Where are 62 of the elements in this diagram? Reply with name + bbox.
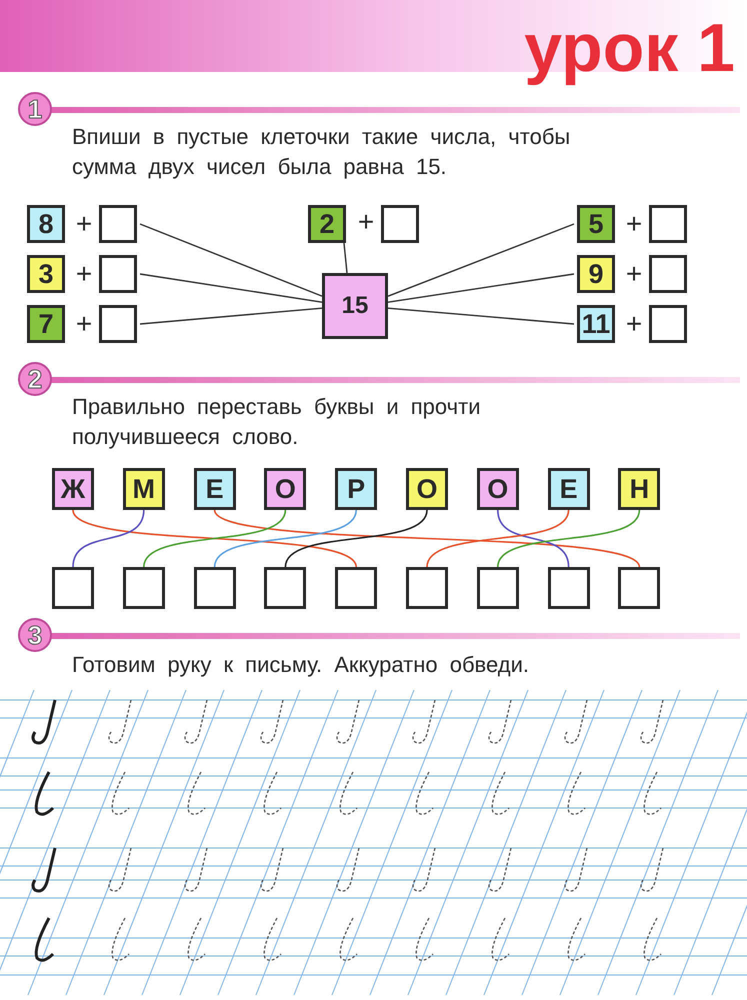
answer-box xyxy=(99,255,137,293)
plus-sign: + xyxy=(74,307,94,341)
connector-line xyxy=(143,510,286,568)
answer-box xyxy=(381,205,419,243)
plus-sign: + xyxy=(624,307,644,341)
step-number: 1 xyxy=(18,92,52,126)
answer-box xyxy=(99,305,137,343)
number-box: 9 xyxy=(577,255,615,293)
connector-line xyxy=(388,273,574,303)
answer-box xyxy=(548,567,590,609)
instruction-text: Впиши в пустые клеточки такие числа, чтобы сумма двух чисел была равна 15. xyxy=(72,123,572,181)
instruction-text: Правильно переставь буквы и прочти получившееся слово. xyxy=(72,393,482,451)
connector-line xyxy=(497,510,570,568)
connector-line xyxy=(140,273,322,303)
plus-sign: + xyxy=(624,257,644,291)
answer-box xyxy=(649,205,687,243)
letter-tile: М xyxy=(122,468,165,510)
connector-line xyxy=(284,510,428,568)
number-box: 2 xyxy=(308,205,346,243)
sum-box: 15 xyxy=(322,273,388,339)
letter-tile: Ж xyxy=(52,468,94,510)
letter-tile: Е xyxy=(194,468,236,510)
step-number: 2 xyxy=(18,362,52,396)
answer-box xyxy=(194,567,236,609)
number-box: 11 xyxy=(577,305,615,343)
answer-box xyxy=(99,205,137,243)
number-box: 3 xyxy=(27,255,65,293)
connector-line xyxy=(388,307,574,325)
step-number: 3 xyxy=(18,618,52,652)
answer-box xyxy=(649,305,687,343)
answer-box xyxy=(618,567,660,609)
answer-box xyxy=(649,255,687,293)
connector-line xyxy=(140,307,322,325)
answer-box xyxy=(264,567,306,609)
letter-tile: Е xyxy=(548,468,590,510)
connector-line xyxy=(72,510,357,568)
connector-line xyxy=(388,223,574,297)
connector-line xyxy=(140,223,322,297)
answer-box xyxy=(122,567,165,609)
answer-box xyxy=(335,567,378,609)
connector-line xyxy=(214,509,640,568)
letter-tile: Н xyxy=(618,468,660,510)
number-box: 8 xyxy=(27,205,65,243)
answer-box xyxy=(52,567,94,609)
letter-tile: О xyxy=(264,468,306,510)
instruction-text: Готовим руку к письму. Аккуратно обведи. xyxy=(72,651,530,679)
number-box: 5 xyxy=(577,205,615,243)
plus-sign: + xyxy=(74,207,94,241)
number-box: 7 xyxy=(27,305,65,343)
answer-box xyxy=(406,567,448,609)
letter-tile: Р xyxy=(335,468,378,510)
plus-sign: + xyxy=(356,205,376,239)
plus-sign: + xyxy=(74,257,94,291)
connector-line xyxy=(343,242,348,274)
letter-tile: О xyxy=(476,468,519,510)
letter-tile: О xyxy=(406,468,448,510)
connector-line xyxy=(497,510,640,568)
plus-sign: + xyxy=(624,207,644,241)
connector-line xyxy=(72,510,145,568)
connector-line xyxy=(214,510,357,568)
answer-box xyxy=(476,567,519,609)
connector-line xyxy=(426,510,570,568)
